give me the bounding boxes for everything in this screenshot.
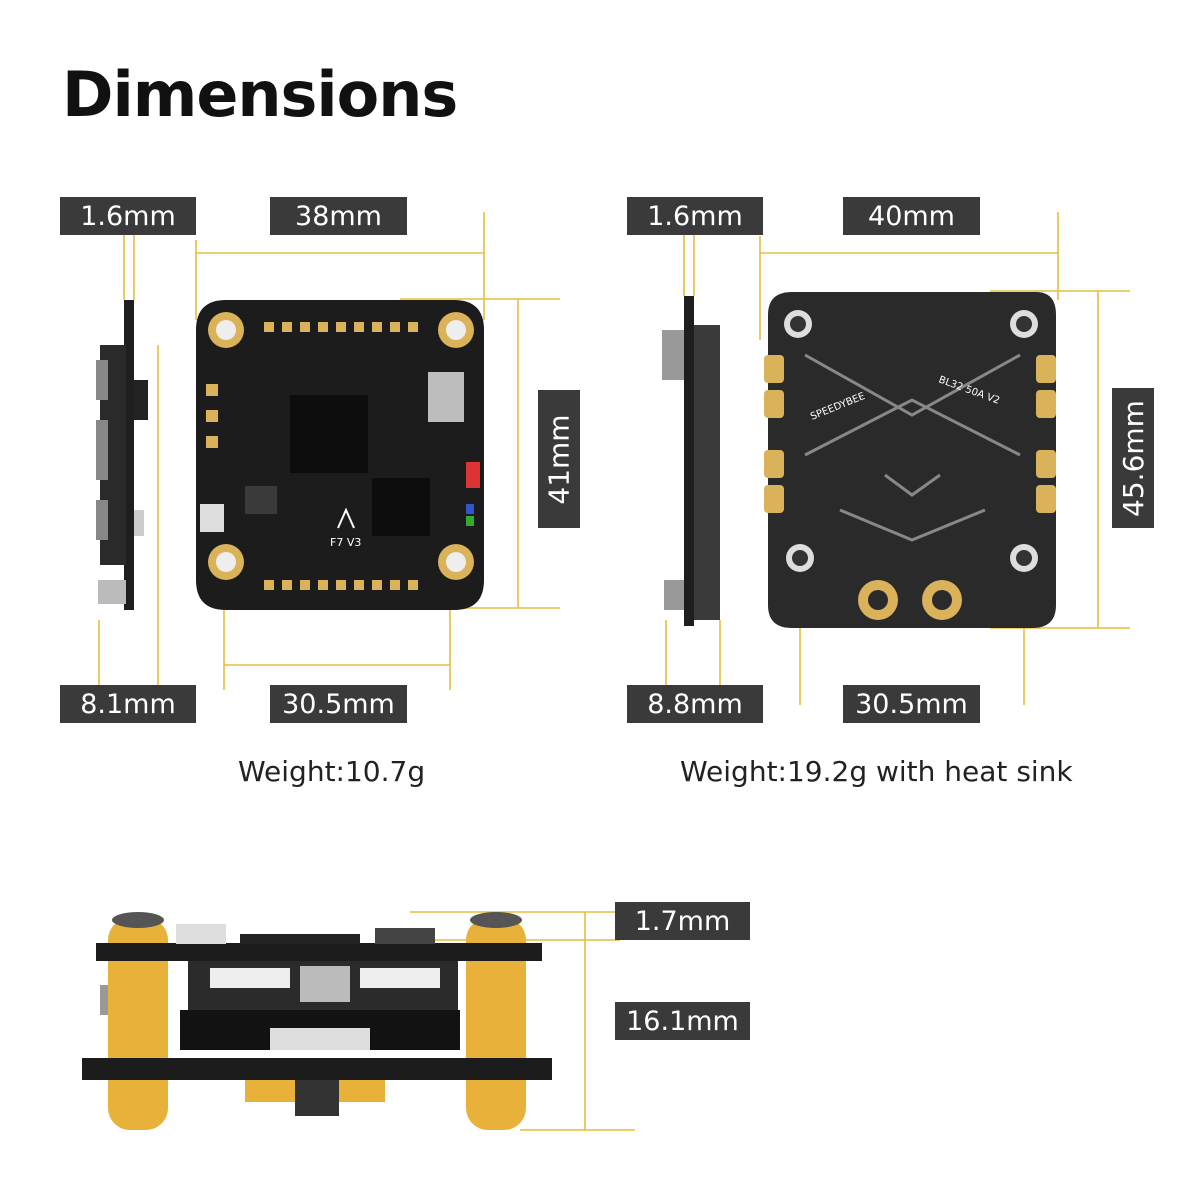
esc-thickness-label: 1.6mm (627, 197, 763, 235)
stack-front-view (82, 912, 552, 1130)
fc-side-depth-label: 8.1mm (60, 685, 196, 723)
fc-width-label: 38mm (270, 197, 407, 235)
esc-width-label: 40mm (843, 197, 980, 235)
esc-guides (665, 212, 1130, 705)
fc-board-text: F7 V3 (330, 536, 361, 549)
fc-height-label: 41mm (538, 390, 580, 528)
esc-mount-spacing-label: 30.5mm (843, 685, 980, 723)
fc-weight: Weight:10.7g (238, 755, 426, 788)
stack-height-label: 16.1mm (615, 1002, 750, 1040)
esc-height-text: 45.6mm (1116, 399, 1150, 517)
page-title: Dimensions (62, 58, 458, 131)
esc-weight: Weight:19.2g with heat sink (680, 755, 1073, 788)
esc-board: SPEEDYBEE BL32 50A V2 (764, 292, 1056, 628)
fc-board: F7 V3 (196, 300, 484, 610)
fc-thickness-label: 1.6mm (60, 197, 196, 235)
fc-side-view (96, 300, 148, 610)
stack-top-gap-label: 1.7mm (615, 902, 750, 940)
esc-side-view (662, 296, 720, 626)
esc-height-label: 45.6mm (1112, 388, 1154, 528)
esc-side-depth-label: 8.8mm (627, 685, 763, 723)
fc-height-text: 41mm (542, 413, 576, 505)
fc-mount-spacing-label: 30.5mm (270, 685, 407, 723)
